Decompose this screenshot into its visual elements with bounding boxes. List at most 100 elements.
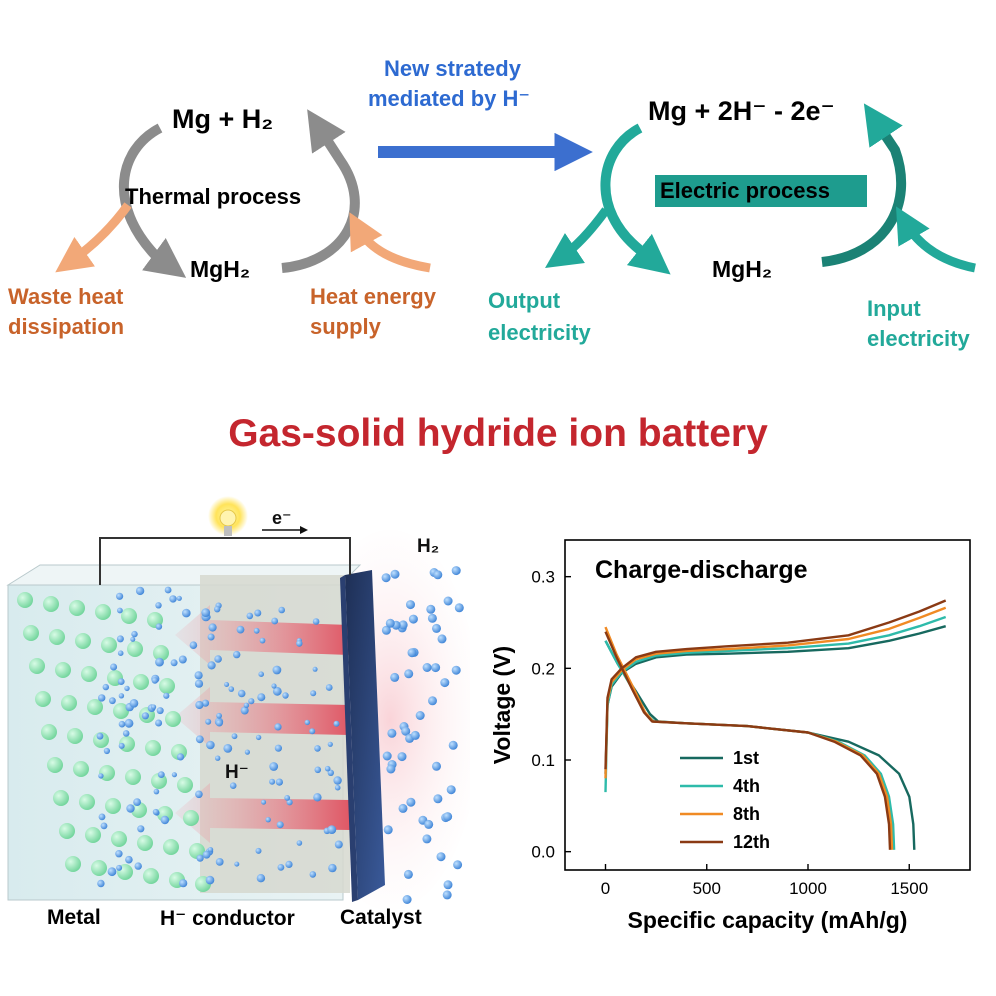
metal-atom	[87, 699, 103, 715]
hydride-atom	[155, 657, 164, 667]
thermal-bottom-formula: MgH₂	[190, 256, 251, 282]
hydride-atom	[334, 840, 343, 849]
hydride-atom	[312, 618, 320, 625]
hydride-atom	[118, 742, 125, 749]
catalyst-label: Catalyst	[340, 906, 422, 929]
hydride-atom	[328, 863, 337, 873]
hydride-atom	[115, 850, 123, 858]
hydride-atom	[205, 875, 215, 885]
ion-label: H⁻	[225, 762, 249, 783]
hydride-atom	[314, 766, 322, 774]
gas-atom	[403, 869, 413, 879]
metal-atom	[43, 596, 59, 612]
hydride-atom	[153, 788, 160, 795]
hydride-atom	[137, 825, 145, 833]
electric-top-formula: Mg + 2H⁻ - 2e⁻	[648, 96, 835, 126]
metal-atom	[23, 625, 39, 641]
hydride-atom	[151, 677, 159, 684]
hydride-atom	[274, 723, 282, 731]
hydride-atom	[110, 663, 118, 671]
x-tick-label: 1500	[890, 879, 928, 898]
output-electricity-label-1: Output	[488, 288, 561, 313]
hydride-atom	[259, 637, 266, 644]
gas-atom	[422, 834, 432, 844]
hydride-atom	[215, 858, 224, 866]
x-tick-label: 0	[601, 879, 610, 898]
metal-atom	[85, 827, 101, 843]
hydride-atom	[234, 861, 240, 867]
metal-atom	[67, 728, 83, 744]
hydride-atom	[254, 609, 262, 617]
hydride-atom	[194, 679, 204, 688]
hydride-atom	[124, 718, 134, 728]
hydride-atom	[117, 607, 123, 614]
hydride-atom	[334, 784, 341, 791]
hydride-atom	[304, 719, 310, 726]
electron-label: e⁻	[272, 508, 292, 528]
metal-atom	[137, 835, 153, 851]
metal-atom	[105, 798, 121, 814]
hydride-atom	[133, 798, 142, 806]
metal-atom	[183, 810, 199, 826]
hydride-atom	[131, 630, 138, 638]
hydride-atom	[96, 732, 104, 740]
hydride-atom	[171, 772, 177, 778]
hydride-atom	[258, 671, 265, 677]
legend-label-1st: 1st	[733, 748, 759, 768]
hydride-atom	[196, 854, 204, 862]
hydride-atom	[207, 661, 216, 670]
hydride-atom	[170, 659, 178, 667]
battery-illustration: e⁻ H₂ H⁻	[6, 496, 470, 910]
heat-supply-arrow	[349, 212, 431, 273]
thermal-top-formula: Mg + H₂	[172, 104, 274, 134]
hydride-atom	[116, 635, 124, 643]
x-axis-label: Specific capacity (mAh/g)	[628, 907, 908, 933]
gas-atom	[443, 812, 453, 822]
hydride-atom	[194, 671, 203, 680]
hydride-atom	[296, 840, 303, 846]
hydride-atom	[276, 821, 284, 829]
hydride-atom	[201, 699, 210, 707]
hydride-atom	[253, 627, 260, 634]
heat-supply-label-1: Heat energy	[310, 284, 436, 309]
electric-process-label: Electric process	[660, 178, 830, 203]
hydride-atom	[118, 720, 126, 728]
metal-atom	[75, 633, 91, 649]
hydride-atom	[312, 666, 318, 672]
metal-atom	[101, 637, 117, 653]
gas-atom	[383, 825, 393, 835]
gas-atom	[433, 570, 443, 580]
hydride-atom	[233, 650, 241, 659]
hydride-atom	[134, 862, 142, 870]
hydride-atom	[169, 595, 177, 603]
input-electricity-label-2: electricity	[867, 326, 970, 351]
gas-label: H₂	[417, 536, 439, 557]
gas-atom	[446, 785, 456, 795]
y-tick-label: 0.0	[531, 843, 555, 862]
electric-right-arc	[821, 103, 907, 267]
gas-atom	[381, 573, 391, 583]
hydride-atom	[207, 847, 214, 853]
gas-atom	[432, 761, 441, 771]
hydride-atom	[98, 694, 106, 702]
chart-title: Charge-discharge	[595, 556, 808, 584]
metal-atom	[91, 860, 107, 876]
gas-atom	[390, 569, 400, 579]
gas-atom	[451, 665, 461, 675]
hydride-atom	[255, 734, 262, 741]
hydride-atom	[156, 707, 164, 715]
hydride-atom	[255, 847, 262, 854]
x-tick-label: 1000	[789, 879, 827, 898]
legend-label-12th: 12th	[733, 832, 770, 852]
hydride-atom	[327, 741, 333, 747]
metal-atom	[163, 839, 179, 855]
metal-atom	[95, 604, 111, 620]
conductor-label: H⁻ conductor	[160, 907, 295, 930]
hydride-atom	[195, 700, 204, 710]
hydride-atom	[141, 712, 149, 720]
metal-atom	[111, 831, 127, 847]
gas-atom	[404, 669, 414, 679]
hydride-atom	[214, 606, 221, 613]
hydride-atom	[324, 765, 331, 772]
gas-atom	[408, 614, 418, 624]
